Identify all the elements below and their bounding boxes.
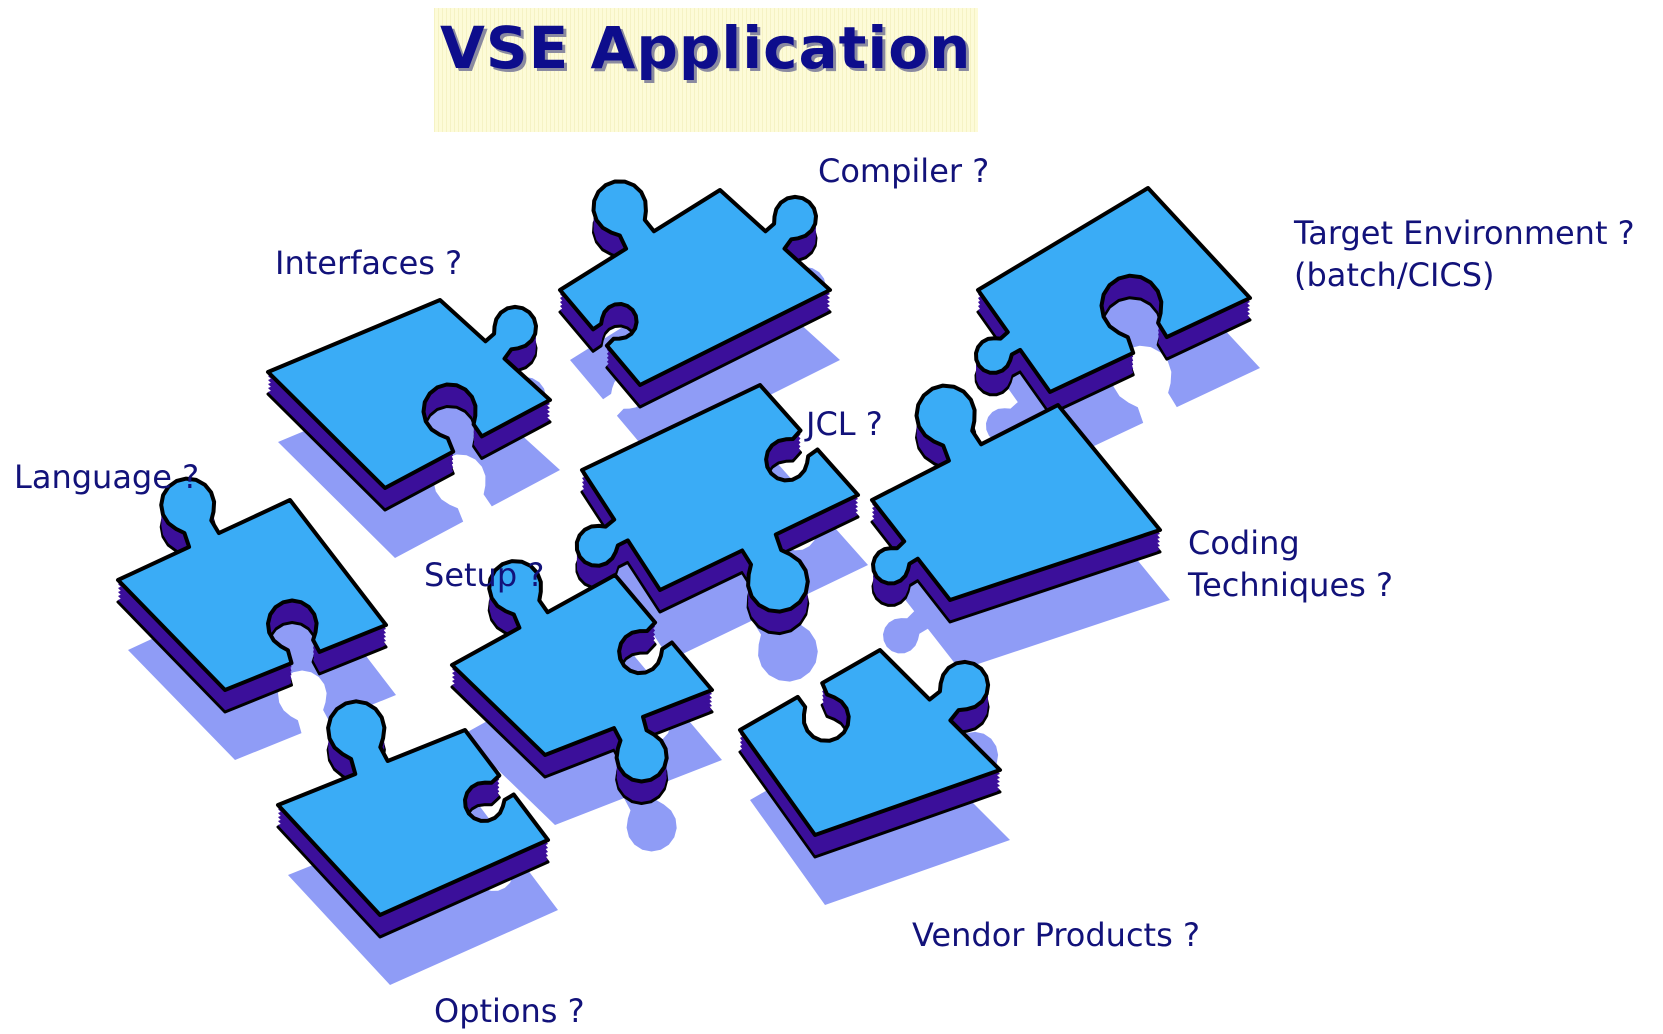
- label-setup: Setup ?: [424, 556, 545, 594]
- label-coding-techniques: Techniques ?: [1188, 566, 1393, 604]
- label-options: Options ?: [434, 992, 585, 1030]
- label-compiler: Compiler ?: [818, 152, 990, 190]
- compiler-piece-top: [558, 179, 832, 387]
- jcl-piece-top: [574, 383, 860, 614]
- setup-piece-top: [450, 559, 714, 784]
- page-title: VSE Application: [440, 14, 972, 82]
- label-interfaces: Interfaces ?: [275, 244, 463, 282]
- language-piece-top: [116, 476, 388, 692]
- title-background: [434, 8, 978, 132]
- label-target-environment-detail: (batch/CICS): [1294, 256, 1495, 294]
- vendor-piece-top: [738, 648, 1002, 837]
- coding-piece-top: [870, 383, 1162, 602]
- label-coding: Coding: [1188, 524, 1300, 562]
- interfaces-piece-top: [266, 298, 552, 490]
- target-piece-top: [974, 186, 1252, 394]
- label-language: Language ?: [14, 458, 200, 496]
- label-vendor-products: Vendor Products ?: [912, 916, 1200, 954]
- label-target-environment: Target Environment ?: [1294, 214, 1635, 252]
- label-jcl: JCL ?: [806, 405, 883, 443]
- options-piece-top: [276, 699, 550, 917]
